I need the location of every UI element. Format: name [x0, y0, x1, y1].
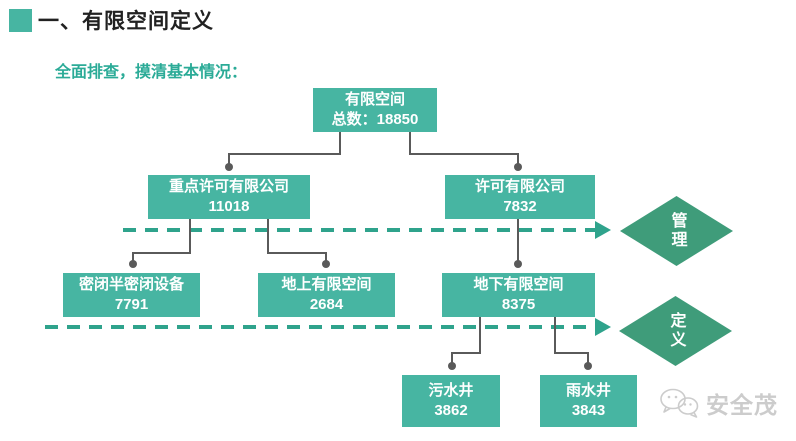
node-value: 3843	[571, 402, 606, 419]
connector	[189, 219, 191, 254]
subtitle: 全面排查，摸清基本情况：	[55, 64, 248, 81]
node-sewage-well: 污水井 3862	[402, 375, 500, 427]
wechat-icon	[660, 388, 699, 418]
node-label: 密闭半密闭设备	[78, 276, 184, 293]
connector	[409, 131, 411, 155]
diamond-management-label: 管理	[668, 212, 686, 250]
dashed-line-definition	[45, 325, 596, 329]
arrowhead-management-icon	[595, 221, 611, 239]
connector-dot	[514, 260, 522, 268]
node-label: 许可有限公司	[474, 178, 565, 195]
watermark-label: 安全茂	[706, 392, 778, 418]
node-label: 地下有限空间	[473, 276, 564, 293]
node-rain-well: 雨水井 3843	[540, 375, 637, 427]
connector-dot	[322, 260, 330, 268]
connector-dot	[129, 260, 137, 268]
connector-dot	[225, 163, 233, 171]
connector	[132, 252, 191, 254]
connector	[451, 352, 481, 354]
node-value: 3862	[434, 402, 468, 419]
node-label: 重点许可有限公司	[168, 178, 289, 195]
connector	[554, 352, 589, 354]
connector	[228, 153, 341, 155]
connector-dot	[448, 362, 456, 370]
arrowhead-definition-icon	[595, 318, 611, 336]
diamond-definition: 定义	[619, 296, 732, 366]
node-value: 8375	[501, 296, 536, 313]
node-value: 11018	[208, 198, 250, 215]
node-root-total: 有限空间 总数：18850	[313, 88, 437, 132]
node-below-ground-space: 地下有限空间 8375	[442, 273, 595, 317]
page-title: 一、有限空间定义	[38, 10, 214, 33]
title-bullet-square	[9, 9, 32, 32]
connector	[479, 316, 481, 354]
node-value: 总数：18850	[331, 111, 419, 128]
connector	[517, 219, 519, 264]
diamond-management: 管理	[620, 196, 733, 266]
connector-dot	[514, 163, 522, 171]
node-value: 7832	[503, 198, 537, 215]
node-value: 7791	[114, 296, 149, 313]
dashed-line-management	[123, 228, 596, 232]
connector	[587, 352, 589, 366]
watermark: 安全茂	[658, 386, 778, 420]
connector-dot	[584, 362, 592, 370]
node-label: 污水井	[428, 382, 474, 399]
node-label: 有限空间	[344, 91, 405, 108]
node-label: 地上有限空间	[281, 276, 372, 293]
connector	[517, 153, 519, 167]
connector	[554, 316, 556, 354]
connector	[409, 153, 519, 155]
connector	[132, 252, 134, 264]
node-label: 雨水井	[565, 382, 611, 399]
connector	[451, 352, 453, 366]
node-above-ground-space: 地上有限空间 2684	[258, 273, 395, 317]
connector	[339, 131, 341, 155]
diamond-definition-label: 定义	[667, 312, 685, 350]
connector	[267, 252, 327, 254]
connector	[228, 153, 230, 167]
node-value: 2684	[309, 296, 344, 313]
node-licensed-companies: 许可有限公司 7832	[445, 175, 595, 219]
connector	[267, 219, 269, 254]
node-key-licensed-companies: 重点许可有限公司 11018	[148, 175, 310, 219]
node-sealed-equipment: 密闭半密闭设备 7791	[63, 273, 200, 317]
connector	[325, 252, 327, 264]
